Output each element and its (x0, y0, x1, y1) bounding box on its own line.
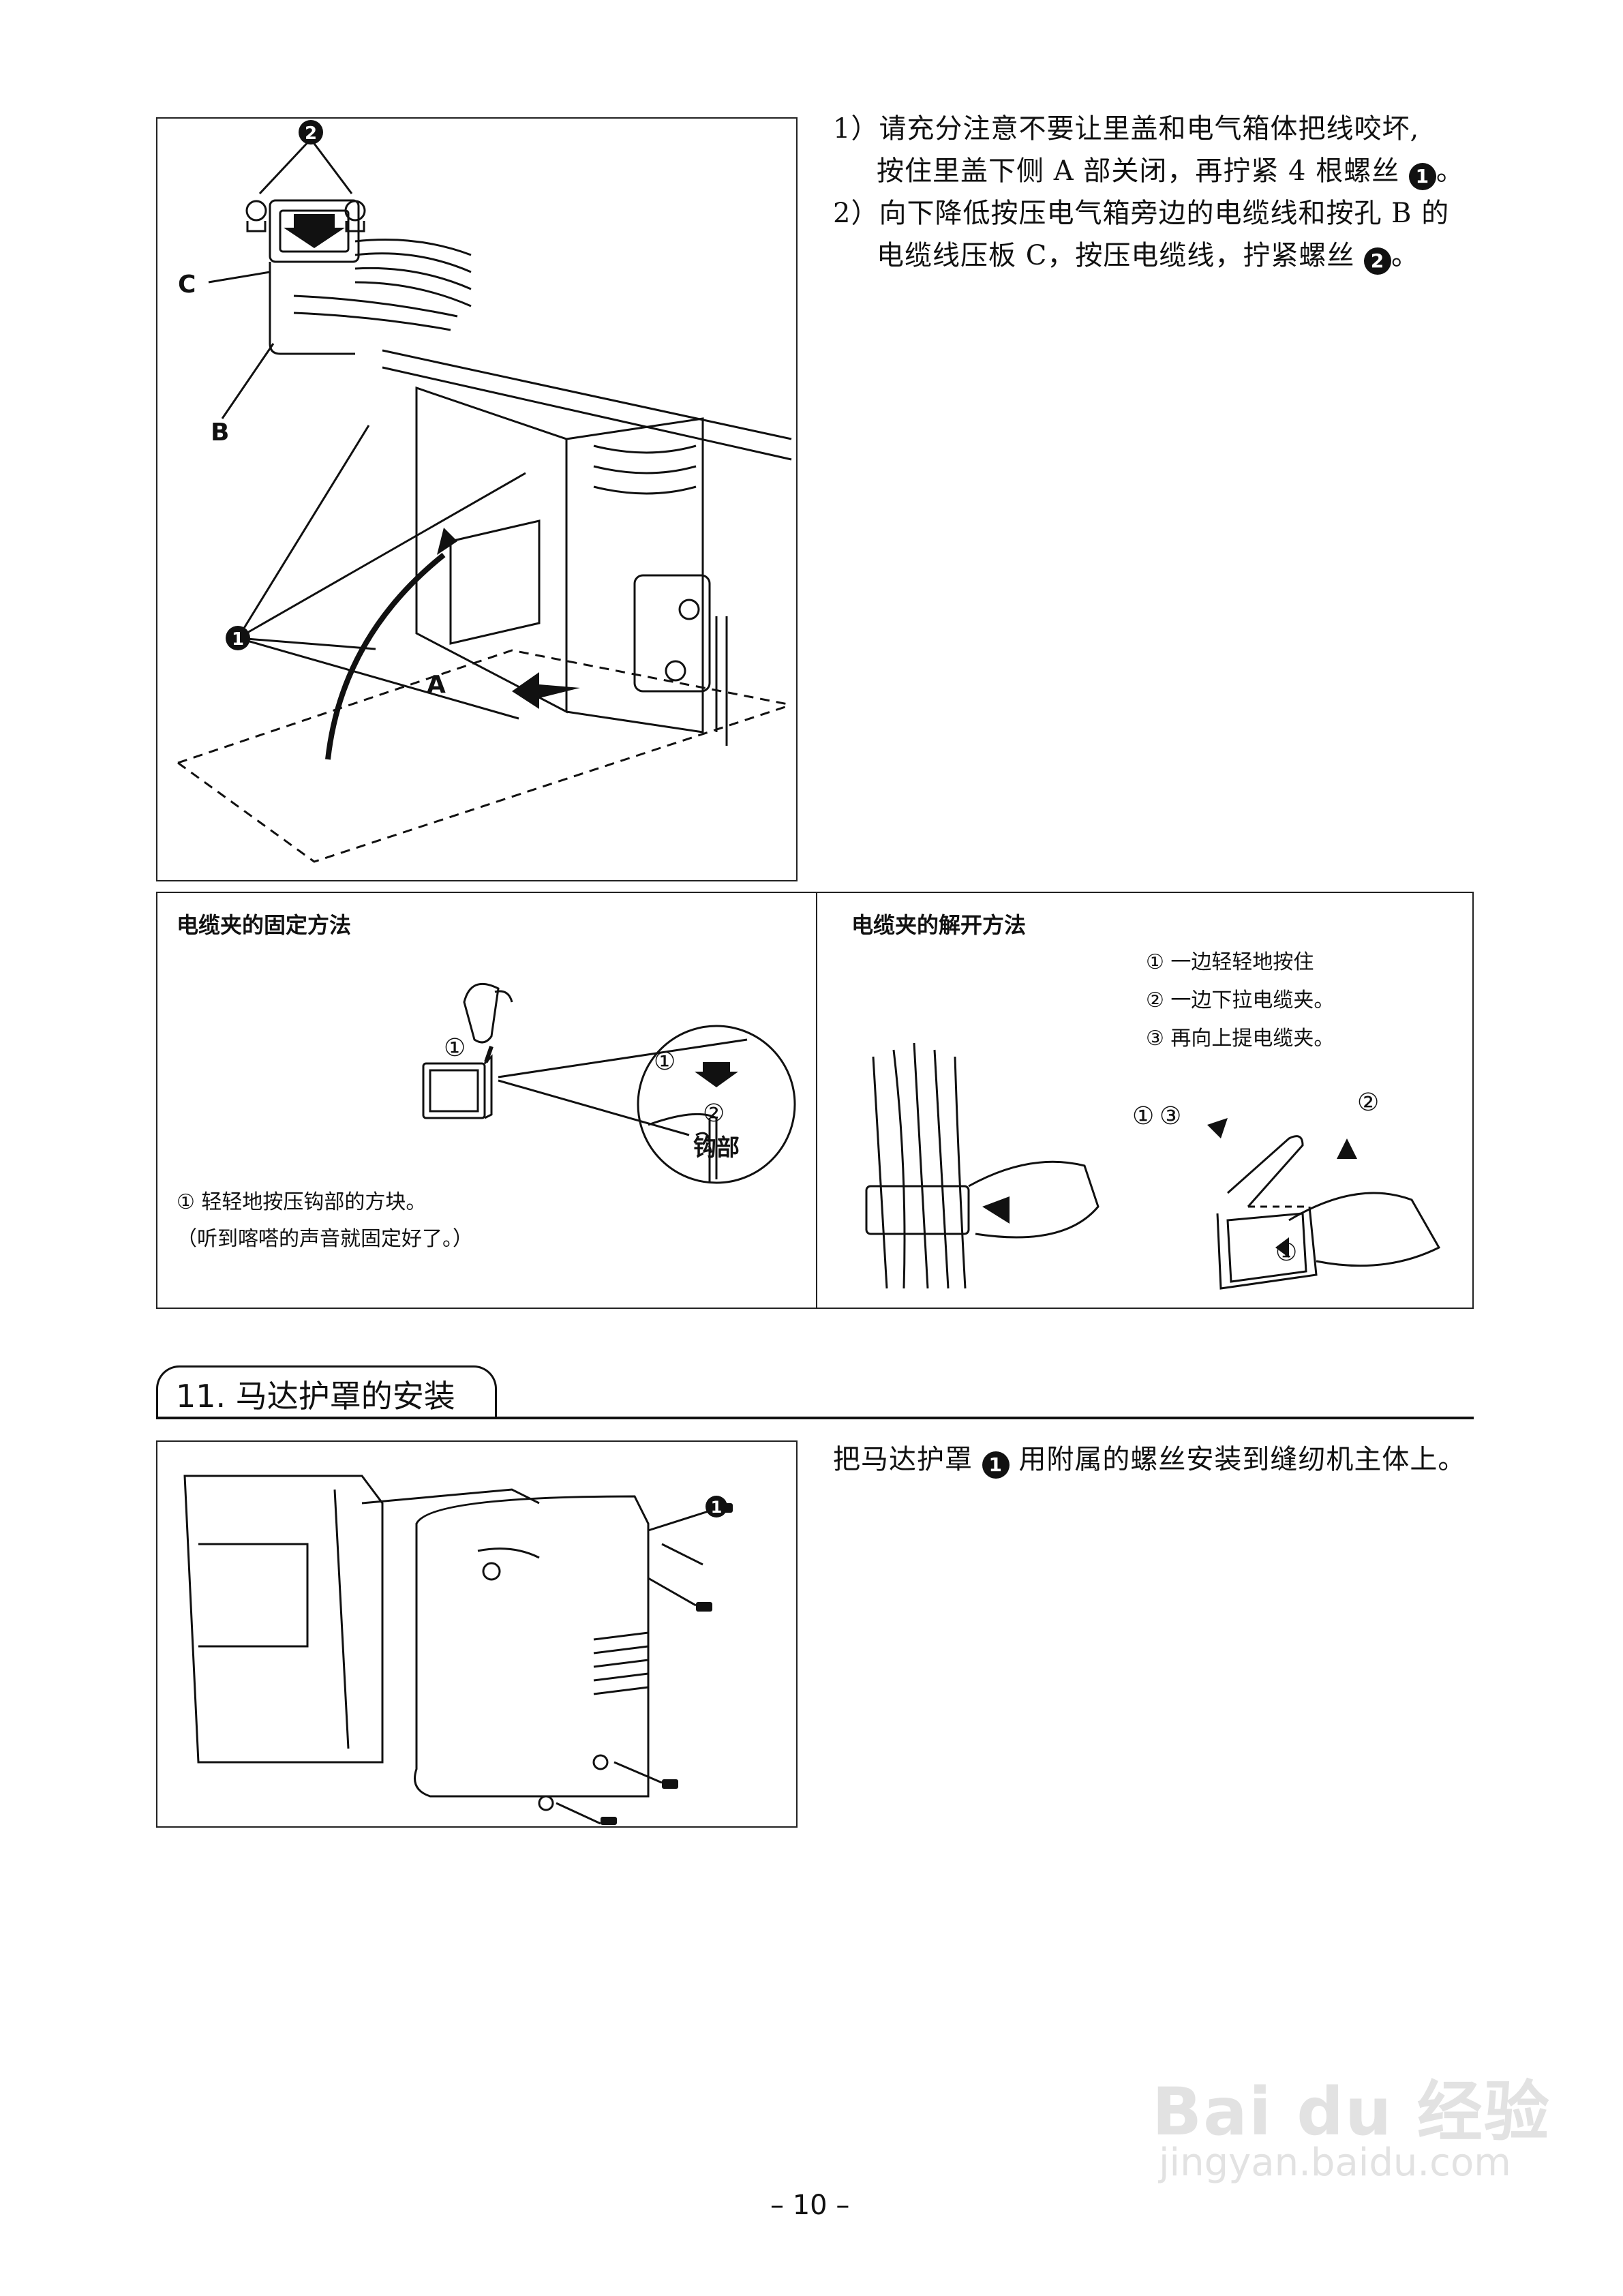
clamp-release-marker-1a: ① (1132, 1102, 1155, 1130)
clamp-fix-zoom-1: ① (654, 1048, 676, 1076)
clamp-fix-hook-label: 钩部 (693, 1134, 740, 1162)
section-heading-tab (156, 1365, 497, 1419)
motor-callout-badge (706, 1496, 727, 1517)
motor-cover-illustration: 1 (183, 1475, 733, 1825)
figure-electric-box: 2 1 C B A (156, 117, 798, 881)
page-number: – 10 – (770, 2190, 850, 2221)
instruction-2-line1: 2）向下降低按压电气箱旁边的电缆线和按孔 B 的 (833, 198, 1450, 229)
clamp-release-marker-1b: ① (1275, 1239, 1298, 1267)
clamp-fix-illustration (422, 982, 796, 1184)
clamp-fix-marker-1: ① (444, 1034, 466, 1062)
top-instructions: 1）请充分注意不要让里盖和电气箱体把线咬坏, 按住里盖下侧 A 部关闭，再拧紧 … (833, 108, 1515, 277)
callout-1-badge (226, 626, 250, 650)
motor-cover-badge: 1 (982, 1451, 1010, 1479)
clamp-fix-title: 电缆夹的固定方法 (177, 912, 352, 938)
figure1-callout-2: 2 (305, 123, 317, 144)
figure1-label-b: B (211, 419, 229, 447)
instruction-1-line1: 1）请充分注意不要让里盖和电气箱体把线咬坏, (833, 113, 1420, 145)
clamp-release-illustration (865, 1042, 1441, 1290)
section-heading: 11. 马达护罩的安装 (176, 1378, 455, 1415)
figure-motor-cover: 1 (156, 1440, 798, 1828)
watermark-url: jingyan.baidu.com (1159, 2141, 1511, 2185)
clamp-release-step-2: ② 一边下拉电缆夹。 (1146, 988, 1335, 1012)
clamp-fix-note-1: ① 轻轻地按压钩部的方块。 (177, 1190, 427, 1214)
motor-cover-instruction: 把马达护罩 1 用附属的螺丝安装到缝纫机主体上。 (833, 1438, 1515, 1481)
panel-divider (816, 893, 817, 1308)
motor-callout-1: 1 (711, 1498, 723, 1517)
instruction-2-line2: 电缆线压板 C，按压电缆线，拧紧螺丝 2。 (833, 235, 1515, 277)
figure1-callout-1: 1 (232, 629, 244, 650)
clamp-release-step-1: ① 一边轻轻地按住 (1146, 950, 1314, 974)
callout-2-badge (299, 120, 323, 145)
instruction-1-line2: 按住里盖下侧 A 部关闭，再拧紧 4 根螺丝 1。 (833, 150, 1515, 192)
cable-clamp-panel: 电缆夹的固定方法 ① ① ① ② 钩部 ① 轻轻地按压钩部的方块。 （听到喀嗒的… (156, 892, 1474, 1309)
clamp-fix-note-2: （听到喀嗒的声音就固定好了。） (177, 1227, 473, 1251)
screw-2-badge: 2 (1364, 247, 1392, 275)
clamp-release-title: 电缆夹的解开方法 (851, 912, 1027, 938)
watermark-brand: Bai du 经验 (1152, 2074, 1551, 2150)
clamp-release-step-3: ③ 再向上提电缆夹。 (1146, 1027, 1335, 1051)
clamp-release-marker-3: ③ (1159, 1102, 1182, 1130)
figure1-label-c: C (178, 271, 196, 299)
clamp-fix-zoom-2: ② (703, 1100, 725, 1128)
screw-1-badge: 1 (1408, 163, 1436, 190)
electric-box-illustration: 2 1 C B A (177, 120, 792, 863)
section-heading-rule (156, 1417, 1474, 1419)
figure1-label-a: A (427, 671, 446, 699)
clamp-release-marker-2: ② (1357, 1089, 1380, 1117)
